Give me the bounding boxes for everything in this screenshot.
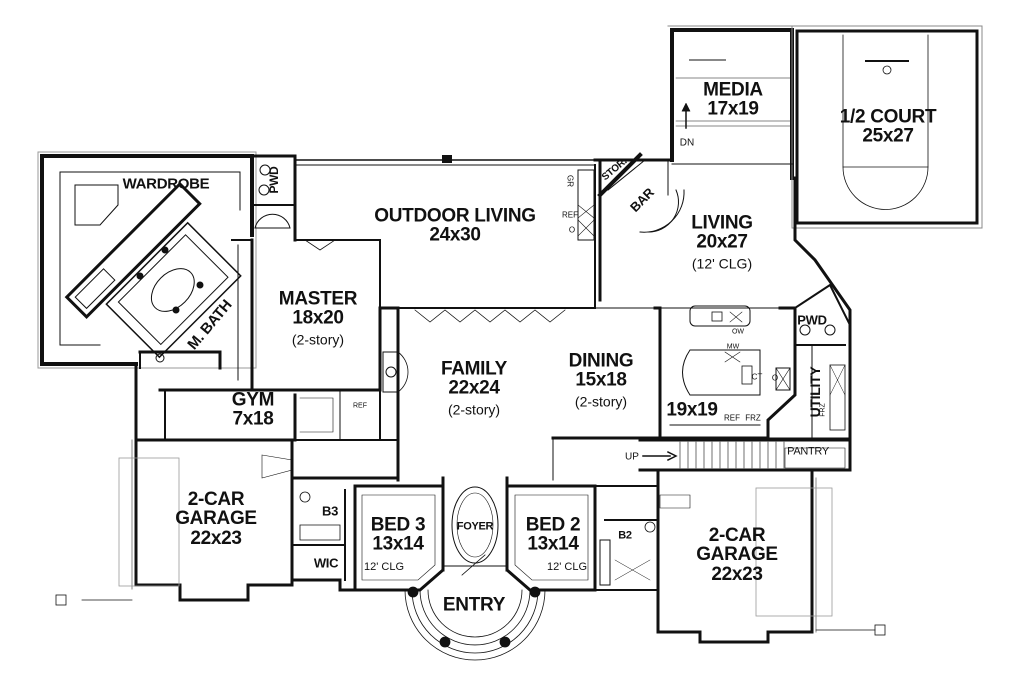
room-label-pwd-kitchen: PWD: [797, 312, 827, 328]
frz-kitchen-label: FRZ: [745, 413, 761, 423]
room-label-b2: B2: [618, 529, 632, 542]
o-kitchen-label: O: [771, 373, 779, 383]
room-label-garage-right: 2-CAR GARAGE 22x23: [696, 524, 778, 585]
entry-porch: [404, 568, 546, 661]
left-garage-walls: [55, 438, 400, 606]
frz-utility-label: FRZ: [819, 403, 827, 417]
cooktop-label: CT: [751, 372, 763, 382]
room-label-pwd-master: PWD: [266, 166, 281, 194]
room-label-b3: B3: [321, 503, 339, 519]
living-walls: [593, 152, 852, 472]
room-label-dining: DINING 15x18 (2-story): [568, 350, 634, 410]
master-bath-tub-area: [64, 181, 242, 359]
ref-gym-label: REF: [353, 402, 367, 410]
room-label-bed3: BED 3 13x14: [370, 514, 426, 555]
room-label-media: MEDIA 17x19: [703, 79, 763, 120]
kitchen-walls: [658, 305, 797, 440]
room-label-gym: GYM 7x18: [231, 389, 275, 430]
oven-label: OW: [731, 328, 745, 336]
o-outdoor-label: O: [568, 225, 576, 235]
room-label-living: LIVING 20x27 (12' CLG): [691, 212, 753, 272]
room-label-outdoor-living: OUTDOOR LIVING 24x30: [374, 205, 536, 246]
room-label-wardrobe: WARDROBE: [122, 175, 210, 193]
outdoor-living-walls: [294, 155, 596, 323]
microwave-label: MW: [726, 343, 740, 351]
room-label-foyer: FOYER: [456, 520, 494, 533]
room-label-half-court: 1/2 COURT 25x27: [839, 106, 937, 147]
room-label-pantry: PANTRY: [787, 445, 829, 458]
right-garage-walls: [656, 468, 886, 644]
room-label-kitchen: 19x19: [666, 399, 718, 421]
room-label-family: FAMILY 22x24 (2-story): [440, 358, 508, 418]
bed2-walls: [505, 484, 659, 592]
grill-label: GR: [565, 175, 575, 187]
bed3-ceiling-note: 12' CLG: [363, 561, 405, 573]
room-label-entry: ENTRY: [442, 594, 506, 616]
stair-down-label: DN: [679, 137, 695, 149]
stairs: [679, 441, 785, 469]
ref-kitchen-label: REF: [724, 413, 740, 423]
ref-outdoor-label: REF: [562, 210, 578, 220]
room-label-bed2: BED 2 13x14: [525, 514, 581, 555]
room-label-wic: WIC: [313, 555, 339, 571]
bed2-ceiling-note: 12' CLG: [546, 561, 588, 573]
wardrobe-wing-walls: [40, 154, 254, 366]
room-label-master: MASTER 18x20 (2-story): [278, 288, 358, 348]
room-label-garage-left: 2-CAR GARAGE 22x23: [175, 488, 257, 549]
stair-up-label: UP: [625, 451, 639, 463]
half-court-walls: [791, 25, 983, 229]
